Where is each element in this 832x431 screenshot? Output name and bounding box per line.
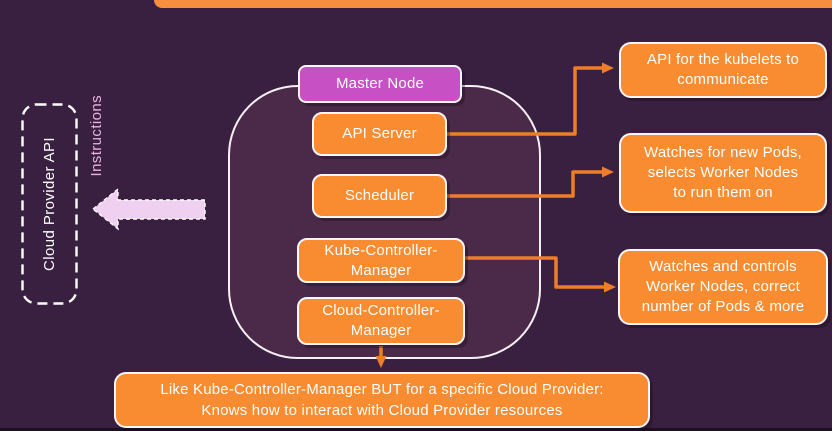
- cloud-provider-api-label: Cloud Provider API: [41, 137, 58, 271]
- api-server-label: API Server: [342, 125, 417, 142]
- master-node-label: Master Node: [335, 75, 425, 92]
- api-server-box: API Server: [312, 112, 447, 156]
- instructions-arrow-icon: [91, 187, 206, 231]
- instructions-label-wrap: Instructions: [83, 84, 109, 188]
- scheduler-note-line3: to run them on: [673, 184, 773, 201]
- kube-controller-manager-box: Kube-Controller- Manager: [297, 238, 465, 283]
- cloud-cm-label-line2: Manager: [350, 322, 412, 339]
- top-accent-bar: [154, 0, 832, 8]
- instructions-label: Instructions: [87, 95, 105, 177]
- api-note-line2: communicate: [677, 71, 769, 88]
- scheduler-note: Watches for new Pods, selects Worker Nod…: [619, 133, 827, 213]
- cloud-cm-note-line1: Like Kube-Controller-Manager BUT for a s…: [160, 381, 604, 398]
- scheduler-box: Scheduler: [312, 174, 447, 218]
- cloud-provider-api-box: Cloud Provider API: [21, 103, 78, 305]
- scheduler-note-line2: selects Worker Nodes: [647, 164, 799, 181]
- kube-cm-label-line2: Manager: [350, 261, 412, 279]
- bottom-edge-strip: [0, 428, 832, 431]
- cloud-cm-note: Like Kube-Controller-Manager BUT for a s…: [114, 372, 650, 428]
- kube-cm-note-line2: Worker Nodes, correct: [646, 278, 800, 295]
- api-server-note: API for the kubelets to communicate: [619, 42, 827, 98]
- cloud-controller-manager-box: Cloud-Controller- Manager: [297, 297, 465, 345]
- scheduler-label: Scheduler: [344, 187, 415, 204]
- cloud-cm-note-line2: Knows how to interact with Cloud Provide…: [201, 402, 563, 419]
- kube-cm-note-line3: number of Pods & more: [641, 298, 805, 315]
- dashed-border: [21, 103, 78, 305]
- scheduler-note-line1: Watches for new Pods,: [644, 144, 802, 161]
- kube-cm-note-line1: Watches and controls: [649, 258, 797, 275]
- kube-cm-label-line1: Kube-Controller-: [324, 241, 438, 259]
- master-node-box: Master Node: [298, 65, 462, 103]
- kube-cm-note: Watches and controls Worker Nodes, corre…: [618, 249, 828, 325]
- cloud-cm-label-line1: Cloud-Controller-: [322, 302, 440, 319]
- api-note-line1: API for the kubelets to: [646, 51, 800, 68]
